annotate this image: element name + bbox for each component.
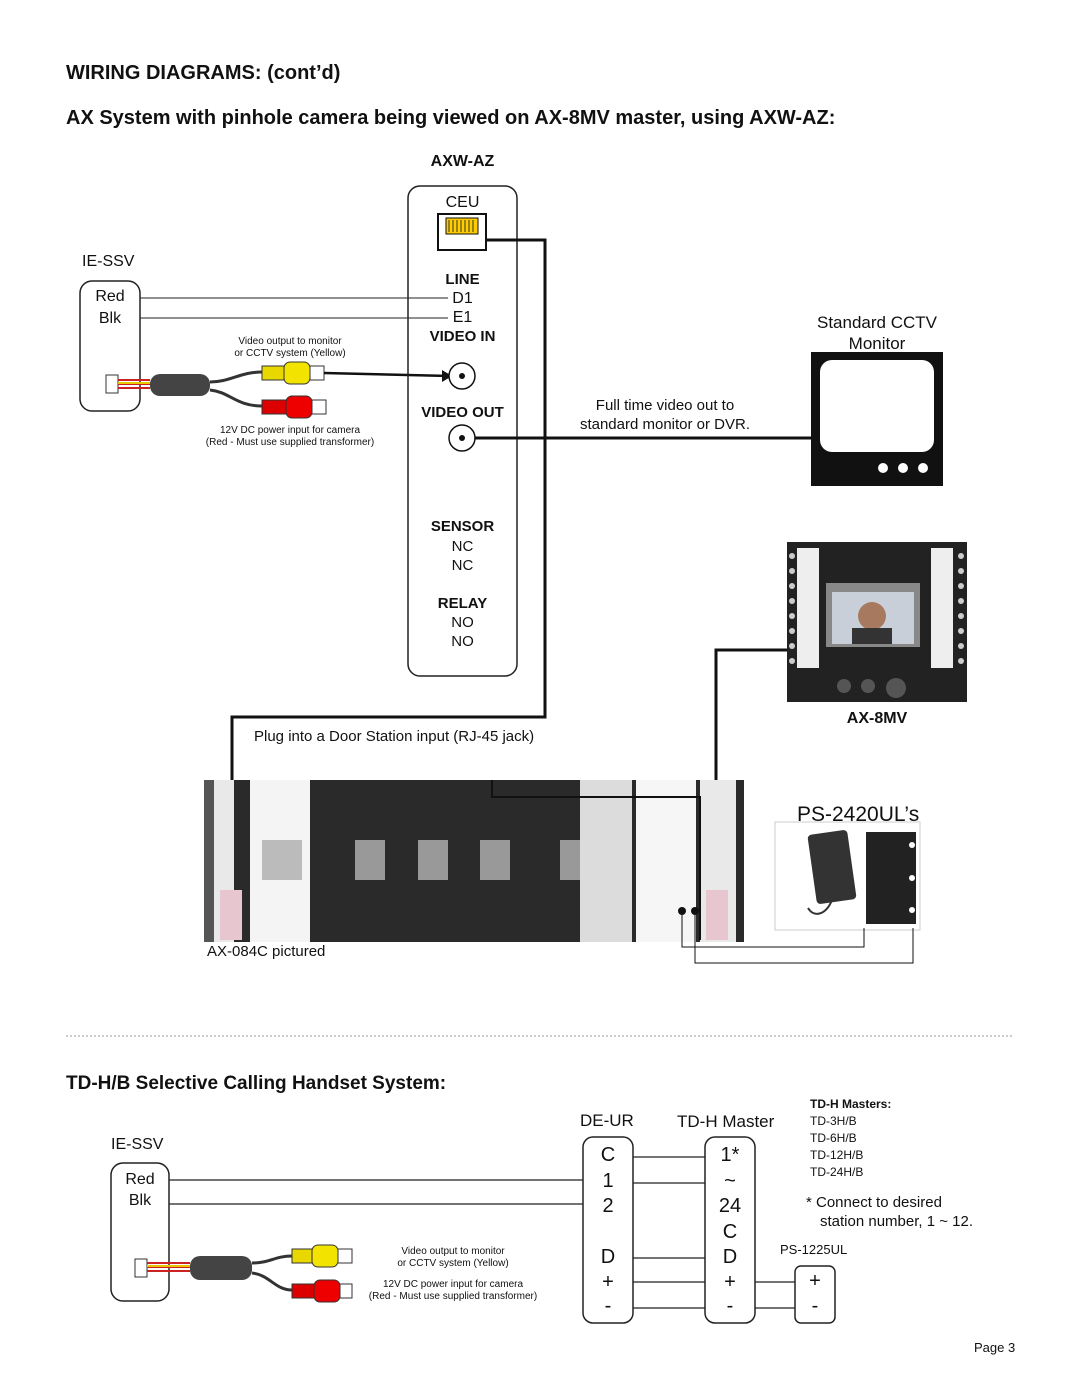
ax-084c-label: AX-084C pictured	[207, 943, 326, 960]
nc-terminal-2: NC	[451, 557, 474, 574]
deur-terminal-plus: +	[602, 1271, 614, 1293]
iessv-label-2: IE-SSV	[111, 1136, 164, 1153]
tdh-terminal-1: 1*	[720, 1144, 740, 1166]
e1-terminal: E1	[452, 309, 473, 326]
red-label-2: Red	[125, 1171, 155, 1188]
ps-1225ul-label: PS-1225UL	[780, 1242, 848, 1257]
de-ur-label: DE-UR	[580, 1111, 634, 1130]
d1-terminal: D1	[452, 290, 473, 307]
ceu-label: CEU	[445, 194, 480, 211]
td-h-master-box	[704, 1136, 756, 1324]
ps-terminal-minus: -	[811, 1295, 819, 1317]
tdh-terminal-tilde: ~	[724, 1170, 736, 1192]
ps-1225ul-box	[794, 1265, 836, 1324]
relay-label: RELAY	[437, 595, 488, 612]
yellow-rca-1	[261, 365, 285, 381]
tdh-terminal-plus: +	[724, 1271, 736, 1293]
iessv-label-1: IE-SSV	[82, 253, 135, 270]
deur-terminal-c: C	[600, 1144, 616, 1166]
list-item: TD-6H/B	[810, 1131, 857, 1145]
deur-terminal-2: 2	[602, 1195, 614, 1217]
connector-1	[105, 374, 119, 394]
page-heading: WIRING DIAGRAMS: (cont’d)	[66, 62, 341, 84]
deur-terminal-minus: -	[604, 1295, 612, 1317]
tdh-terminal-c: C	[722, 1221, 738, 1243]
diagram-subheading: AX System with pinhole camera being view…	[66, 107, 836, 129]
power-note-2: 12V DC power input for camera(Red - Must…	[368, 1279, 538, 1302]
tdh-terminal-24: 24	[718, 1195, 742, 1217]
deur-terminal-d: D	[600, 1246, 616, 1268]
td-h-master-label: TD-H Master	[677, 1112, 775, 1131]
ps-terminal-plus: +	[809, 1270, 821, 1292]
sensor-label: SENSOR	[430, 518, 495, 535]
cable-molding-1	[150, 374, 210, 396]
section2-title: TD-H/B Selective Calling Handset System:	[66, 1073, 447, 1094]
tdh-terminal-d: D	[722, 1246, 738, 1268]
ceu-cable	[230, 238, 547, 890]
ax-8mv-label: AX-8MV	[846, 710, 908, 727]
list-item: TD-3H/B	[810, 1114, 857, 1128]
td-h-masters-title: TD-H Masters:	[810, 1097, 892, 1111]
video-in-label: VIDEO IN	[429, 328, 496, 345]
nc-terminal-1: NC	[451, 538, 474, 555]
deur-terminal-1: 1	[602, 1170, 614, 1192]
blk-label-2: Blk	[128, 1192, 152, 1209]
no-terminal-2: NO	[451, 633, 474, 650]
red-rca-1	[261, 399, 287, 415]
axw-az-title: AXW-AZ	[430, 153, 495, 170]
de-ur-box	[582, 1136, 634, 1324]
connect-note: * Connect to desired station number, 1 ~…	[806, 1194, 974, 1230]
power-note-1: 12V DC power input for camera(Red - Must…	[205, 425, 375, 448]
blk-label-1: Blk	[98, 310, 122, 327]
list-item: TD-12H/B	[810, 1148, 864, 1162]
page-number: Page 3	[974, 1340, 1016, 1355]
td-h-masters-list: TD-3H/B TD-6H/B TD-12H/B TD-24H/B	[810, 1113, 863, 1181]
line-label: LINE	[445, 271, 480, 288]
no-terminal-1: NO	[451, 614, 474, 631]
tdh-terminal-minus: -	[726, 1295, 734, 1317]
iessv-unit-1	[79, 280, 141, 412]
video-in-wire	[323, 371, 451, 378]
ps-2420ul-label: PS-2420UL’s	[797, 803, 920, 826]
axw-az-box	[407, 185, 518, 677]
video-out-label: VIDEO OUT	[421, 404, 504, 421]
red-label-1: Red	[95, 288, 125, 305]
plug-note: Plug into a Door Station input (RJ-45 ja…	[254, 728, 535, 745]
list-item: TD-24H/B	[810, 1165, 864, 1179]
